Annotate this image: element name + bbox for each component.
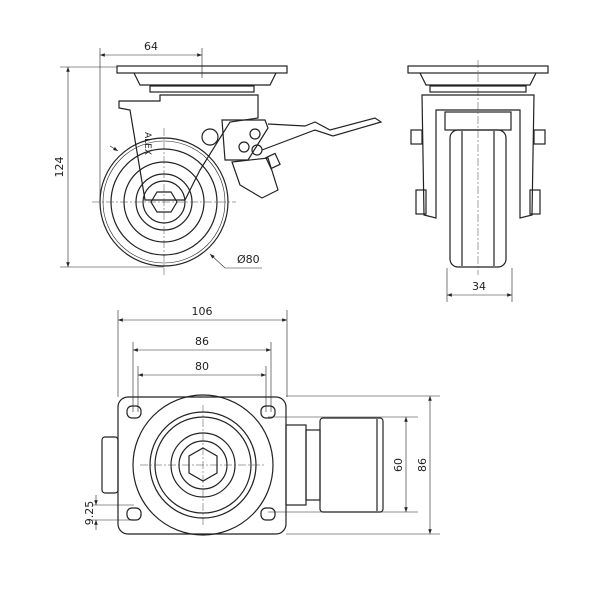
top-view: 106 86 80 60 86 9.25 (83, 305, 440, 536)
dim-124: 124 (53, 157, 66, 178)
wheel-top (319, 417, 384, 513)
dim-wheel-diameter: Ø80 (237, 253, 260, 266)
fork (118, 94, 259, 201)
plate-base (133, 72, 277, 86)
brand-text: ALEX (142, 132, 152, 155)
side-view: ALEX 64 124 Ø80 (53, 40, 383, 275)
front-view: 34 (407, 60, 549, 302)
dim-9-25: 9.25 (83, 501, 96, 526)
dim-60: 60 (392, 458, 405, 472)
dim-86-vertical: 86 (416, 458, 429, 472)
dim-86-horizontal: 86 (195, 335, 209, 348)
fork-front (421, 94, 535, 219)
lock-pedal (101, 436, 119, 494)
dim-64: 64 (144, 40, 158, 53)
brake-lever (201, 117, 383, 199)
dim-80: 80 (195, 360, 209, 373)
bearing-ring (149, 85, 255, 93)
dim-34: 34 (472, 280, 486, 293)
dim-106: 106 (192, 305, 213, 318)
